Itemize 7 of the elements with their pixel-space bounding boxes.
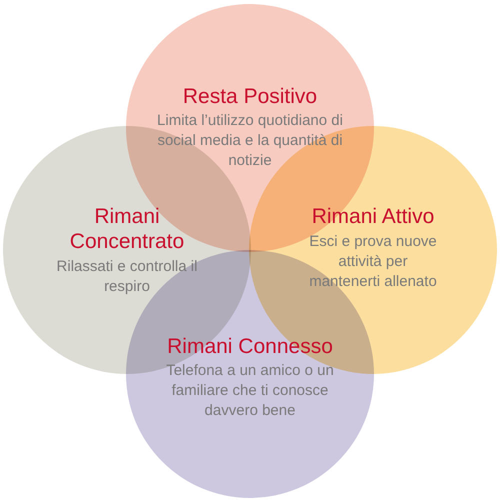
circle-description: Telefona a un amico o un familiare che ti conosce davvero bene	[165, 361, 335, 421]
circle-title: Resta Positivo	[182, 84, 318, 109]
circle-description: Esci e prova nuove attività per mantenerti allenato	[308, 232, 438, 292]
circle-title: Rimani Concentrato	[68, 204, 186, 254]
circle-title: Rimani Attivo	[310, 204, 436, 229]
circle-title: Rimani Connesso	[166, 334, 334, 359]
circle-description: Rilassati e controlla il respiro	[56, 257, 198, 297]
